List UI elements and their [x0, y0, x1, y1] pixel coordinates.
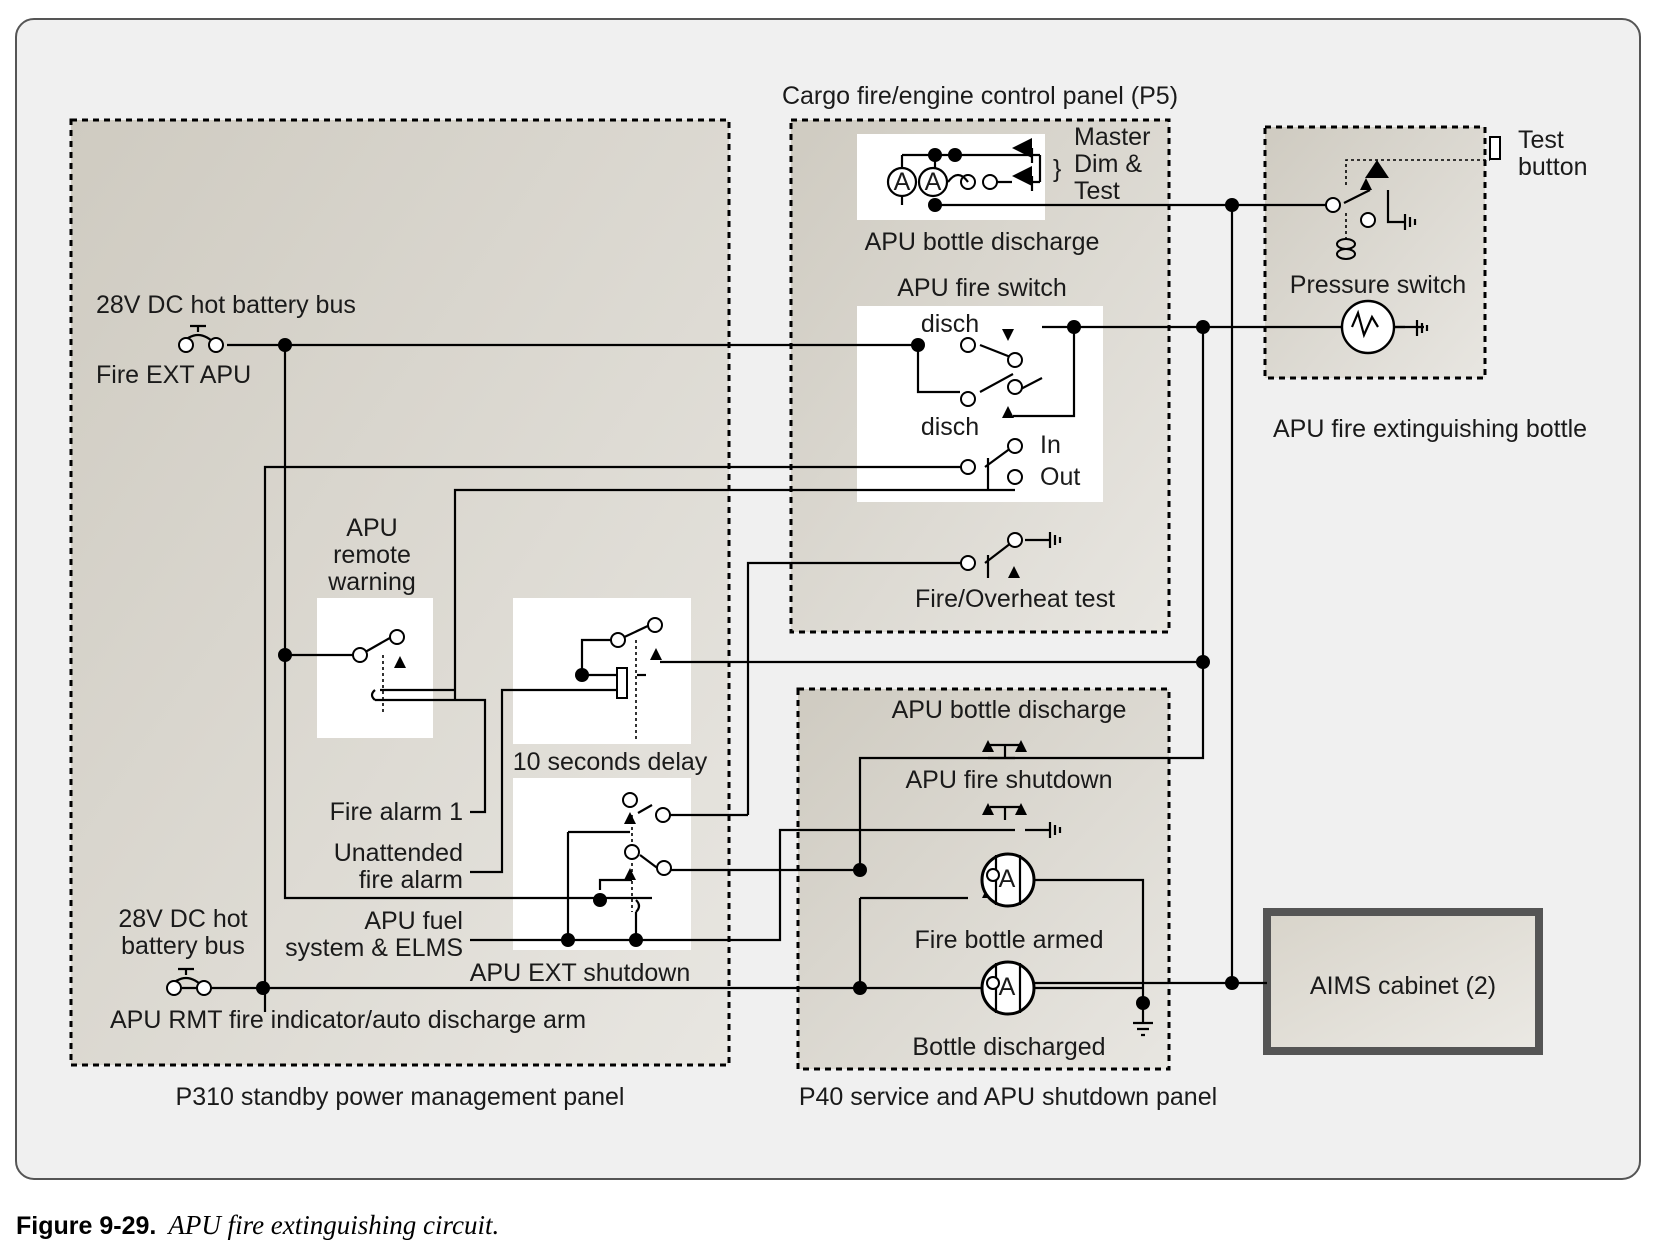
- bottle-squib-icon: [1340, 299, 1396, 355]
- apu-fuel-label-1: APU fuel: [364, 907, 463, 935]
- panel-p5-title: Cargo fire/engine control panel (P5): [782, 82, 1178, 110]
- figure-number: Figure 9-29.: [16, 1212, 156, 1240]
- wiring: [167, 153, 1490, 1037]
- fire-ext-apu-label: Fire EXT APU: [96, 361, 251, 389]
- fire-switch-inset: [857, 306, 1103, 502]
- apu-bottle-discharge-p5-label: APU bottle discharge: [865, 228, 1100, 256]
- aims-cabinet-box: [1263, 908, 1543, 1055]
- apu-remote-label-1: APU: [346, 514, 397, 542]
- fire-overheat-test-label: Fire/Overheat test: [915, 585, 1115, 613]
- in-label: In: [1040, 431, 1061, 459]
- disch-top-label: disch: [921, 310, 979, 338]
- squib-a-2: A: [999, 973, 1016, 1001]
- bottle-discharged-label: Bottle discharged: [912, 1033, 1105, 1061]
- figure-caption: Figure 9-29. APU fire extinguishing circ…: [16, 1210, 499, 1240]
- figure-title: APU fire extinguishing circuit.: [166, 1210, 499, 1240]
- lamp-a-1: A: [894, 168, 911, 196]
- unattended-label-2: fire alarm: [359, 866, 463, 894]
- apu-ext-shutdown-label: APU EXT shutdown: [470, 959, 690, 987]
- panel-p40-title: P40 service and APU shutdown panel: [799, 1083, 1217, 1111]
- apu-fire-shutdown-label: APU fire shutdown: [905, 766, 1112, 794]
- apu-bottle-discharge-p40-label: APU bottle discharge: [892, 696, 1127, 724]
- terminals: [166, 174, 1376, 996]
- test-button-label-1: Test: [1518, 126, 1564, 154]
- master-label-3: Test: [1074, 177, 1120, 205]
- bottle-discharged-lamp: A: [980, 960, 1036, 1016]
- fire-alarm-1-label: Fire alarm 1: [330, 798, 463, 826]
- master-brace: }: [1053, 155, 1061, 183]
- out-label: Out: [1040, 463, 1080, 491]
- delay-inset: [513, 598, 691, 744]
- fire-bottle-armed-label: Fire bottle armed: [915, 926, 1104, 954]
- aims-cabinet-label: AIMS cabinet (2): [1310, 972, 1496, 1000]
- apu-fire-switch-label: APU fire switch: [897, 274, 1066, 302]
- lamp-a-2: A: [925, 168, 942, 196]
- bus-bottom-label-1: 28V DC hot: [118, 905, 247, 933]
- squib-a-1: A: [999, 865, 1016, 893]
- contact-arrows: [394, 138, 1389, 1000]
- delay-relay-coil: [616, 667, 628, 699]
- disch-bottom-label: disch: [921, 413, 979, 441]
- master-label-1: Master: [1074, 123, 1150, 151]
- bottle-panel-label: APU fire extinguishing bottle: [1273, 415, 1587, 443]
- apu-remote-label-2: remote: [333, 541, 411, 569]
- fire-bottle-armed-lamp: A: [980, 852, 1036, 908]
- test-button-label-2: button: [1518, 153, 1588, 181]
- bus-bottom-label-2: battery bus: [121, 932, 245, 960]
- master-label-2: Dim &: [1074, 150, 1142, 178]
- pressure-switch-label: Pressure switch: [1290, 271, 1466, 299]
- unattended-label-1: Unattended: [334, 839, 463, 867]
- apu-remote-label-3: warning: [327, 568, 416, 596]
- remote-warning-inset: [317, 598, 433, 738]
- bus-top-label: 28V DC hot battery bus: [96, 291, 356, 319]
- ten-sec-delay-label: 10 seconds delay: [513, 748, 708, 776]
- panel-p310-title: P310 standby power management panel: [176, 1083, 625, 1111]
- apu-fuel-label-2: system & ELMS: [285, 934, 463, 962]
- labels: Cargo fire/engine control panel (P5) Mas…: [16, 82, 1588, 1240]
- test-button-symbol[interactable]: [1489, 136, 1501, 160]
- rmt-indicator-label: APU RMT fire indicator/auto discharge ar…: [110, 1006, 586, 1034]
- junction-dots: [256, 148, 1239, 1010]
- master-dim-test-lamps: A A: [886, 148, 1042, 198]
- pressure-switch-bellows: [1336, 238, 1356, 260]
